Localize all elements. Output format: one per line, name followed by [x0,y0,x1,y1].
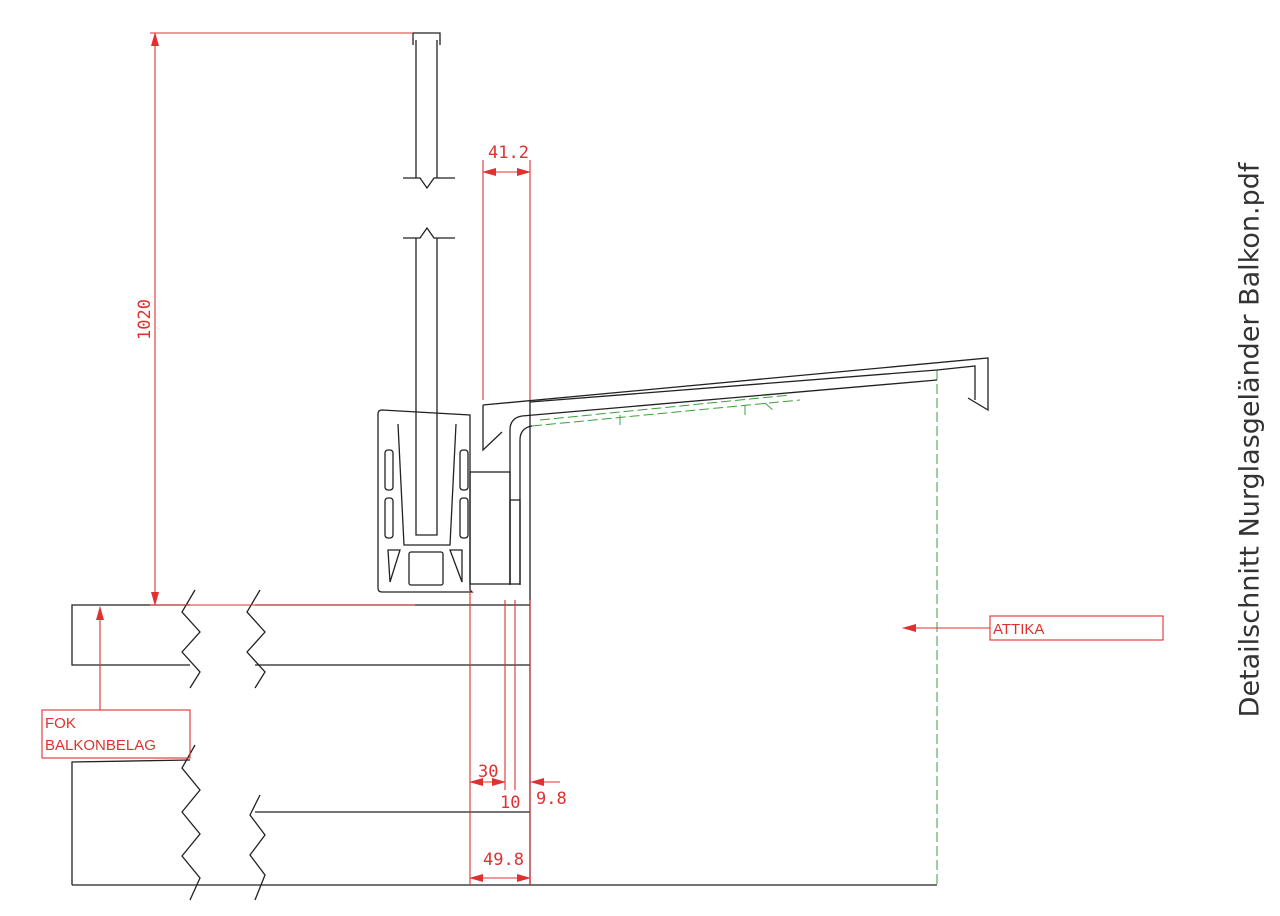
attika [72,357,989,886]
document-title: Detailschnitt Nurglasgeländer Balkon.pdf [1234,162,1266,718]
base-profile [377,409,521,593]
dim-10: 10 [500,793,520,813]
attika-label: ATTIKA [902,615,1164,641]
dim-30: 30 [478,762,498,782]
dim-9-8: 9.8 [536,789,567,809]
fok-label: FOK BALKONBELAG [41,606,191,759]
dimensions: 1020 41.2 30 10 9.8 49.8 [135,32,567,885]
svg-text:FOK: FOK [45,715,76,732]
svg-text:ATTIKA: ATTIKA [993,621,1044,638]
svg-text:BALKONBELAG: BALKONBELAG [45,737,156,754]
dim-49-8: 49.8 [483,850,524,870]
dim-height: 1020 [135,299,155,340]
glass-panel [403,32,455,536]
dim-cap-overhang: 41.2 [488,143,529,163]
